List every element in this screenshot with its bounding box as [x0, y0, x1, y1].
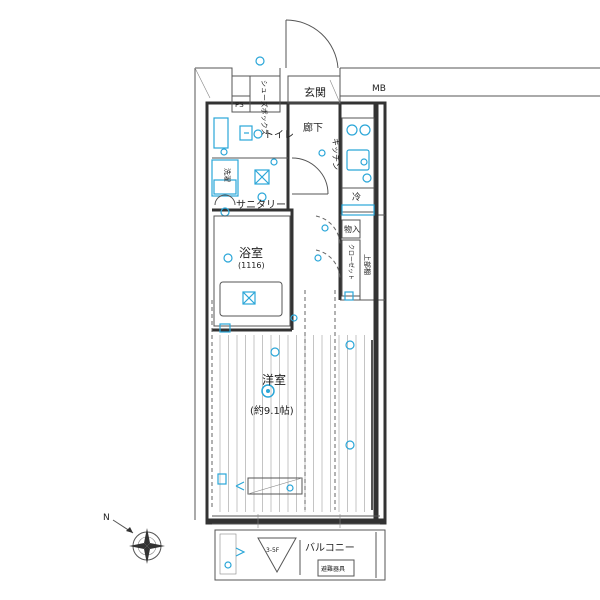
closet-label: クローゼット: [347, 244, 355, 280]
north-label: N: [103, 513, 110, 523]
ceiling-light-icon: [261, 384, 275, 398]
room-labels: N MB PS シューズボックス 玄関 トイレ 廊下 キッチン 洗濯 サニタリー…: [103, 80, 386, 573]
balcony-window: [207, 514, 385, 528]
closet-area: [341, 219, 361, 301]
storage-label: 物入: [344, 224, 360, 234]
laundry-label: 洗濯: [223, 168, 232, 182]
sanitary-fixtures: [211, 159, 270, 217]
western-room-label: 洋室: [262, 372, 286, 387]
refrigerator-label: 冷: [352, 191, 361, 203]
entrance-door: [255, 19, 339, 69]
outer-walls: [194, 67, 600, 520]
toilet-label: トイレ: [264, 130, 294, 141]
light-fixture-icon: [255, 56, 265, 66]
upper-shelf-label: 上部棚: [363, 254, 372, 275]
entrance-label: 玄関: [304, 85, 326, 99]
balcony-note: 避難器具: [321, 565, 345, 573]
sanitary-label: サニタリー: [236, 199, 286, 211]
unit-walls: [205, 101, 387, 525]
flooring-lines: [219, 335, 365, 512]
toilet-fixtures: [213, 117, 278, 166]
corridor-label: 廊下: [303, 121, 323, 134]
western-room-size: (約9.1帖): [250, 404, 294, 417]
ps-label: PS: [235, 101, 244, 109]
balcony-area: [214, 529, 386, 581]
balcony-label: バルコニー: [305, 542, 355, 554]
floor-note: 3-5F: [266, 547, 280, 554]
bath-fixtures: [213, 215, 298, 333]
entrance-area: [231, 75, 341, 113]
kitchen-fixtures: [341, 117, 375, 216]
western-room-fixtures: [211, 290, 373, 510]
corridor-doors: [291, 149, 341, 281]
bath-size-label: (1116): [238, 261, 265, 270]
kitchen-label: キッチン: [331, 138, 340, 170]
bath-label: 浴室: [239, 245, 263, 260]
compass-rose: [112, 519, 165, 564]
shoe-box-label: シューズボックス: [260, 80, 269, 135]
mb-label: MB: [372, 84, 386, 94]
